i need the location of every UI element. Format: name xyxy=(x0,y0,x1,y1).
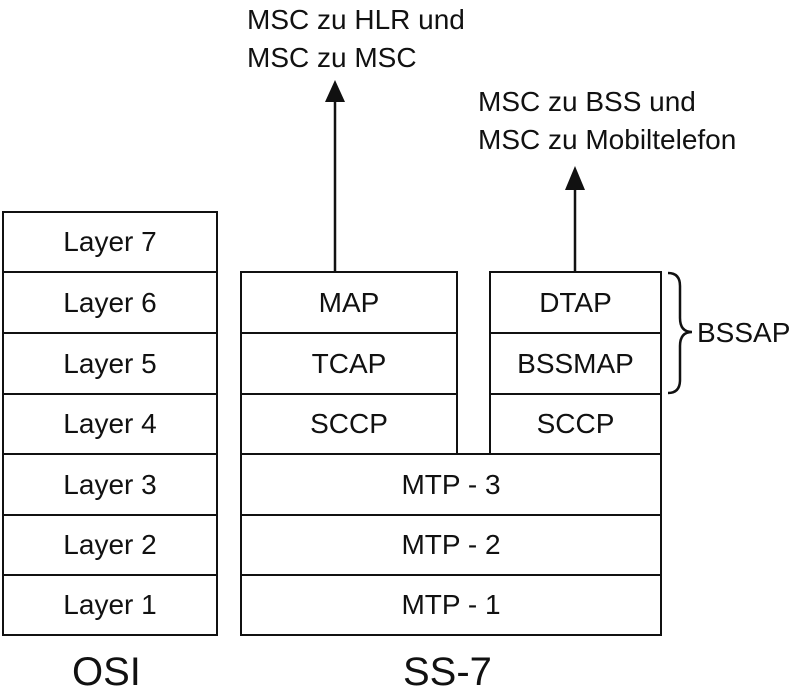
osi-layer-5: Layer 5 xyxy=(2,332,218,395)
ss7-sccp-left-label: SCCP xyxy=(310,408,388,439)
ss7-sccp-right-label: SCCP xyxy=(536,408,615,439)
dtap-up-arrow xyxy=(565,166,585,271)
bssap-label: BSSAP xyxy=(697,317,791,348)
osi-layer-3: Layer 3 xyxy=(2,453,218,516)
ss7-tcap-label: TCAP xyxy=(311,347,387,379)
osi-caption: OSI xyxy=(72,650,141,694)
ss7-sccp-right-box: SCCP xyxy=(489,393,662,455)
ss7-map-box: MAP xyxy=(240,271,458,334)
map-up-arrow xyxy=(325,80,345,271)
osi-layer-4-label: Layer 4 xyxy=(63,408,157,439)
ss7-bssmap-box: BSSMAP xyxy=(489,332,662,395)
map-target-line-2: MSC zu MSC xyxy=(247,42,417,73)
dtap-target-line-2: MSC zu Mobiltelefon xyxy=(478,124,737,155)
osi-layer-1: Layer 1 xyxy=(2,574,218,636)
osi-layer-3-label: Layer 3 xyxy=(63,468,157,500)
ss7-caption: SS-7 xyxy=(403,650,492,694)
osi-layer-4: Layer 4 xyxy=(2,393,218,455)
dtap-target-line-1: MSC zu BSS und xyxy=(478,86,696,117)
ss7-mtp1-label: MTP - 1 xyxy=(401,589,501,620)
osi-layer-2: Layer 2 xyxy=(2,514,218,576)
ss7-sccp-left-box: SCCP xyxy=(240,393,458,455)
osi-layer-6: Layer 6 xyxy=(2,271,218,334)
osi-layer-6-label: Layer 6 xyxy=(63,286,157,318)
osi-layer-7: Layer 7 xyxy=(2,211,218,273)
osi-layer-7-label: Layer 7 xyxy=(63,226,157,257)
ss7-dtap-label: DTAP xyxy=(539,286,612,318)
ss7-bssmap-label: BSSMAP xyxy=(517,347,634,379)
ss7-mtp3-label: MTP - 3 xyxy=(401,468,501,500)
osi-layer-2-label: Layer 2 xyxy=(63,529,157,560)
osi-layer-1-label: Layer 1 xyxy=(63,589,157,620)
ss7-tcap-box: TCAP xyxy=(240,332,458,395)
bssap-brace xyxy=(667,271,693,395)
ss7-mtp2-label: MTP - 2 xyxy=(401,529,501,560)
ss7-dtap-box: DTAP xyxy=(489,271,662,334)
osi-layer-5-label: Layer 5 xyxy=(63,347,157,379)
ss7-mtp3-box: MTP - 3 xyxy=(240,453,662,516)
map-target-line-1: MSC zu HLR und xyxy=(247,4,465,35)
ss7-mtp2-box: MTP - 2 xyxy=(240,514,662,576)
ss7-map-label: MAP xyxy=(318,286,380,318)
ss7-mtp1-box: MTP - 1 xyxy=(240,574,662,636)
